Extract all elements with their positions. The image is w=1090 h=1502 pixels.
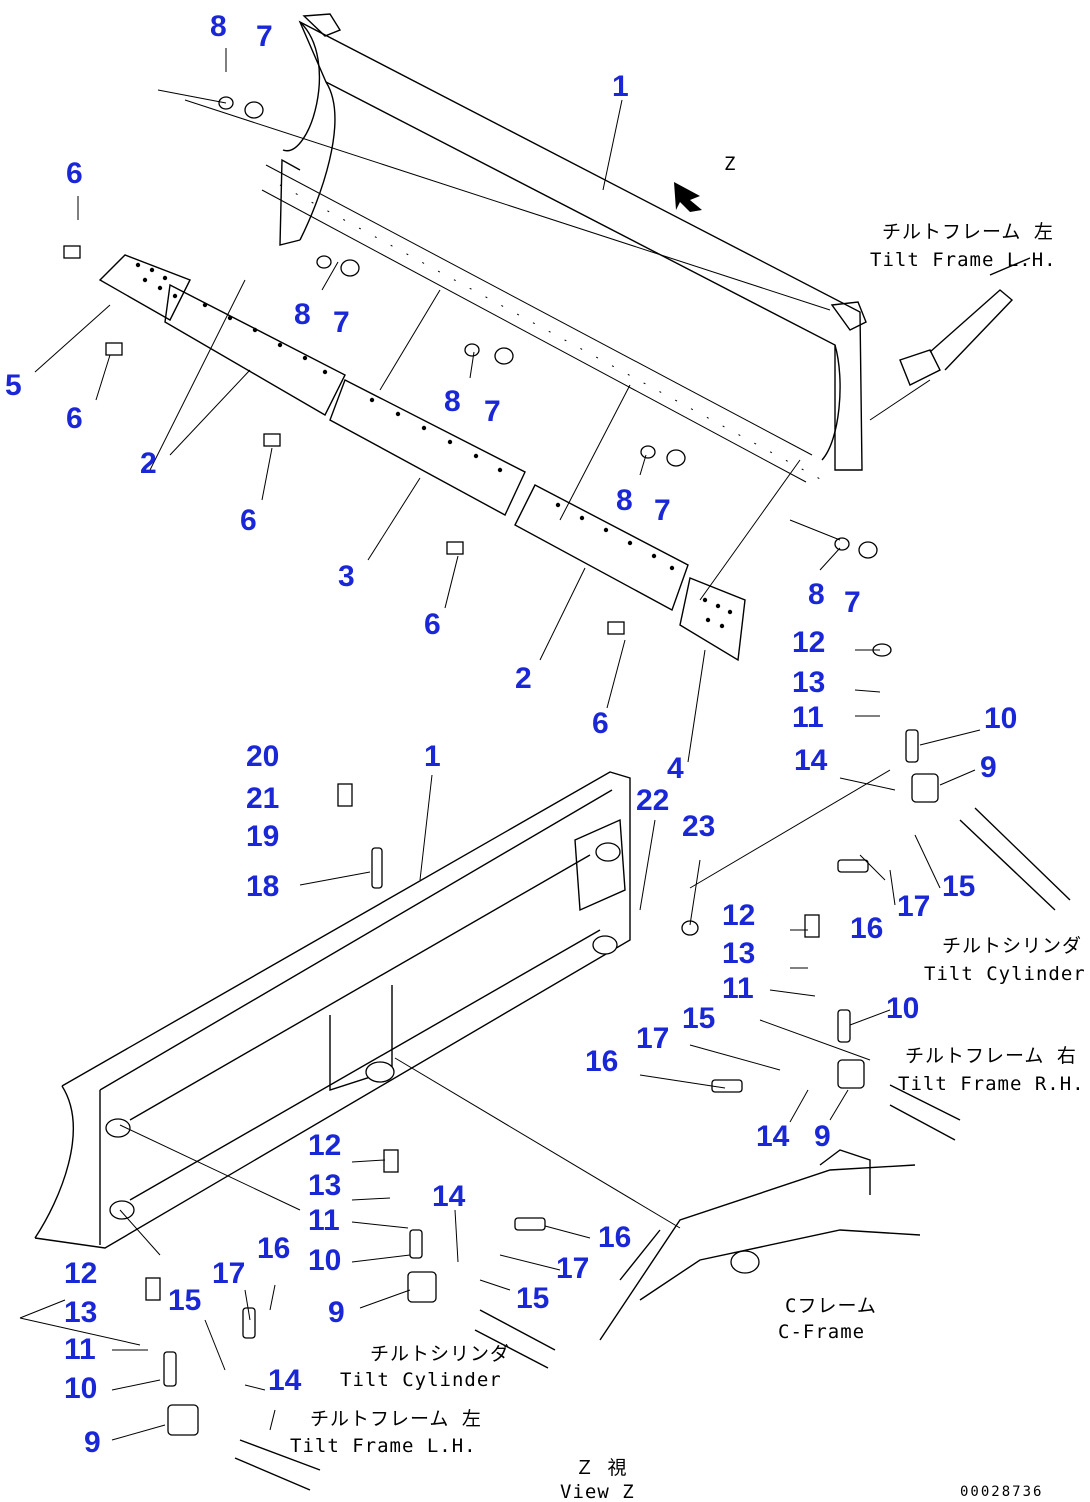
callout-number: 14 <box>794 744 828 777</box>
callout-number: 1 <box>424 740 441 773</box>
callout-number: 15 <box>682 1002 715 1035</box>
callout-number: 11 <box>792 701 824 734</box>
callout-number: 2 <box>515 662 532 695</box>
callout-number: 10 <box>308 1244 341 1277</box>
callout-number: 9 <box>814 1120 831 1153</box>
callout-number: 9 <box>84 1426 101 1459</box>
callout-number: 16 <box>585 1045 618 1078</box>
callout-number: 13 <box>722 937 755 970</box>
tilt-frame-rh-en: Tilt Frame R.H. <box>898 1073 1085 1095</box>
blade-top-view <box>34 13 1031 763</box>
callout-number: 9 <box>980 751 997 784</box>
callout-number: 21 <box>246 782 279 815</box>
callout-number: 6 <box>66 157 83 190</box>
callouts: 8 7 1 6 8 7 8 7 5 6 2 6 8 7 3 6 8 7 2 6 … <box>5 10 1017 1459</box>
view-caption-jp: Ｚ 視 <box>575 1457 627 1479</box>
callout-number: 15 <box>516 1282 549 1315</box>
callout-number: 16 <box>850 912 883 945</box>
tilt-cylinder-right-jp: チルトシリンダ <box>942 935 1082 957</box>
tilt-cylinder-right-en: Tilt Cylinder <box>924 963 1086 985</box>
view-caption-en: View Z <box>560 1481 635 1502</box>
tilt-frame-rh-jp: チルトフレーム 右 <box>905 1045 1077 1067</box>
tilt-frame-lh-bottom-en: Tilt Frame L.H. <box>290 1435 477 1457</box>
callout-number: 5 <box>5 369 22 402</box>
callout-number: 8 <box>294 298 311 331</box>
callout-number: 15 <box>942 870 975 903</box>
callout-number: 16 <box>598 1221 631 1254</box>
blade-rear-view <box>19 643 1071 1491</box>
callout-number: 7 <box>484 395 501 428</box>
callout-number: 11 <box>308 1204 340 1237</box>
callout-number: 19 <box>246 820 279 853</box>
tilt-cylinder-bottom-jp: チルトシリンダ <box>370 1343 510 1365</box>
callout-number: 17 <box>897 890 930 923</box>
callout-number: 14 <box>268 1364 302 1397</box>
callout-number: 17 <box>212 1257 245 1290</box>
view-z-arrow-icon <box>674 182 702 212</box>
callout-number: 8 <box>444 385 461 418</box>
callout-number: 1 <box>612 70 629 103</box>
callout-number: 12 <box>64 1257 97 1290</box>
callout-number: 11 <box>64 1333 96 1366</box>
callout-number: 8 <box>616 484 633 517</box>
callout-number: 13 <box>64 1296 97 1329</box>
callout-number: 14 <box>432 1180 466 1213</box>
tilt-frame-lh-top-jp: チルトフレーム 左 <box>882 221 1054 243</box>
callout-number: 12 <box>308 1129 341 1162</box>
callout-number: 15 <box>168 1284 201 1317</box>
callout-number: 11 <box>722 972 754 1005</box>
callout-number: 8 <box>210 10 227 43</box>
callout-number: 10 <box>64 1372 97 1405</box>
view-letter: Z <box>724 153 736 175</box>
drawing-number: 00028736 <box>960 1484 1043 1500</box>
callout-number: 10 <box>984 702 1017 735</box>
callout-number: 13 <box>308 1169 341 1202</box>
callout-number: 7 <box>256 20 273 53</box>
callout-number: 7 <box>654 494 671 527</box>
tilt-frame-lh-bottom-jp: チルトフレーム 左 <box>310 1408 482 1430</box>
tilt-frame-lh-top-en: Tilt Frame L.H. <box>870 249 1057 271</box>
callout-number: 17 <box>556 1252 589 1285</box>
callout-number: 18 <box>246 870 279 903</box>
c-frame-en: C-Frame <box>778 1321 865 1343</box>
callout-number: 9 <box>328 1296 345 1329</box>
callout-number: 12 <box>722 899 755 932</box>
callout-number: 13 <box>792 666 825 699</box>
callout-number: 16 <box>257 1232 290 1265</box>
callout-number: 7 <box>844 586 861 619</box>
callout-number: 8 <box>808 578 825 611</box>
callout-number: 17 <box>636 1022 669 1055</box>
callout-number: 3 <box>338 560 355 593</box>
callout-number: 14 <box>756 1120 790 1153</box>
callout-number: 10 <box>886 992 919 1025</box>
callout-number: 6 <box>66 402 83 435</box>
callout-number: 6 <box>424 608 441 641</box>
callout-number: 2 <box>140 447 157 480</box>
c-frame-jp: Cフレーム <box>785 1295 877 1317</box>
callout-number: 22 <box>636 784 669 817</box>
callout-number: 6 <box>240 504 257 537</box>
callout-number: 6 <box>592 707 609 740</box>
tilt-cylinder-bottom-en: Tilt Cylinder <box>340 1369 502 1391</box>
callout-number: 4 <box>667 752 684 785</box>
callout-number: 20 <box>246 740 279 773</box>
callout-number: 23 <box>682 810 715 843</box>
callout-number: 12 <box>792 626 825 659</box>
callout-number: 7 <box>333 306 350 339</box>
